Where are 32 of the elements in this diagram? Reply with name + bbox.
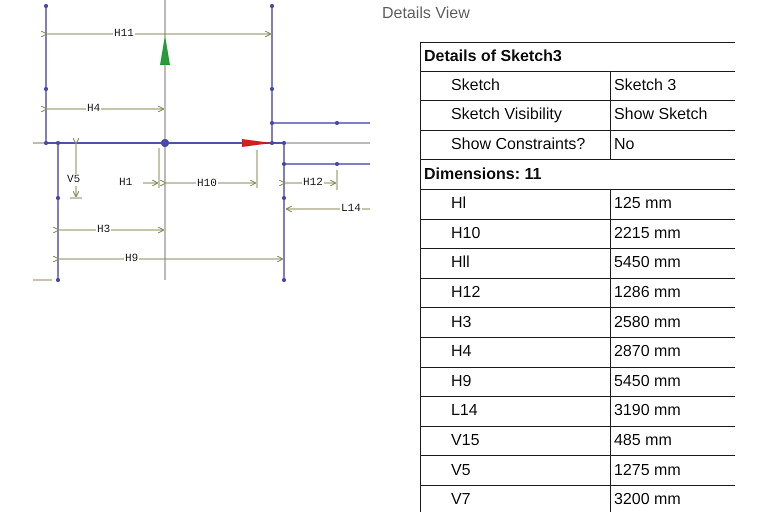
table-cell: V5: [420, 456, 610, 486]
table-cell: Show Constraints?: [420, 130, 610, 160]
table-header-cell: Details of Sketch3: [420, 42, 735, 72]
table-cell: 1275 mm: [610, 456, 735, 486]
table-header-cell: Dimensions: 11: [420, 160, 735, 190]
table-cell: 125 mm: [610, 190, 735, 220]
table-cell: H12: [420, 278, 610, 308]
table-cell: H9: [420, 368, 610, 398]
table-cell: 5450 mm: [610, 249, 735, 279]
table-cell: V15: [420, 426, 610, 456]
table-cell: Show Sketch: [610, 101, 735, 131]
table-cell: 3190 mm: [610, 397, 735, 427]
table-cell: Sketch Visibility: [420, 101, 610, 131]
table-cell: 3200 mm: [610, 486, 735, 512]
table-cell: V7: [420, 486, 610, 512]
table-cell: 485 mm: [610, 426, 735, 456]
table-cell: L14: [420, 397, 610, 427]
table-cell: H3: [420, 308, 610, 338]
table-cell: H10: [420, 220, 610, 250]
table-cell: Sketch: [420, 72, 610, 102]
table-cell: 5450 mm: [610, 368, 735, 398]
dimension-label: V5: [66, 174, 82, 186]
table-cell: Sketch 3: [610, 72, 735, 102]
table-cell: 2870 mm: [610, 338, 735, 368]
table-cell: 2215 mm: [610, 220, 735, 250]
table-cell: Hll: [420, 249, 610, 279]
table-cell: Hl: [420, 190, 610, 220]
table-cell: H4: [420, 338, 610, 368]
table-cell: 1286 mm: [610, 278, 735, 308]
table-cell: 2580 mm: [610, 308, 735, 338]
panel-title: Details View: [382, 5, 470, 23]
table-cell: No: [610, 130, 735, 160]
